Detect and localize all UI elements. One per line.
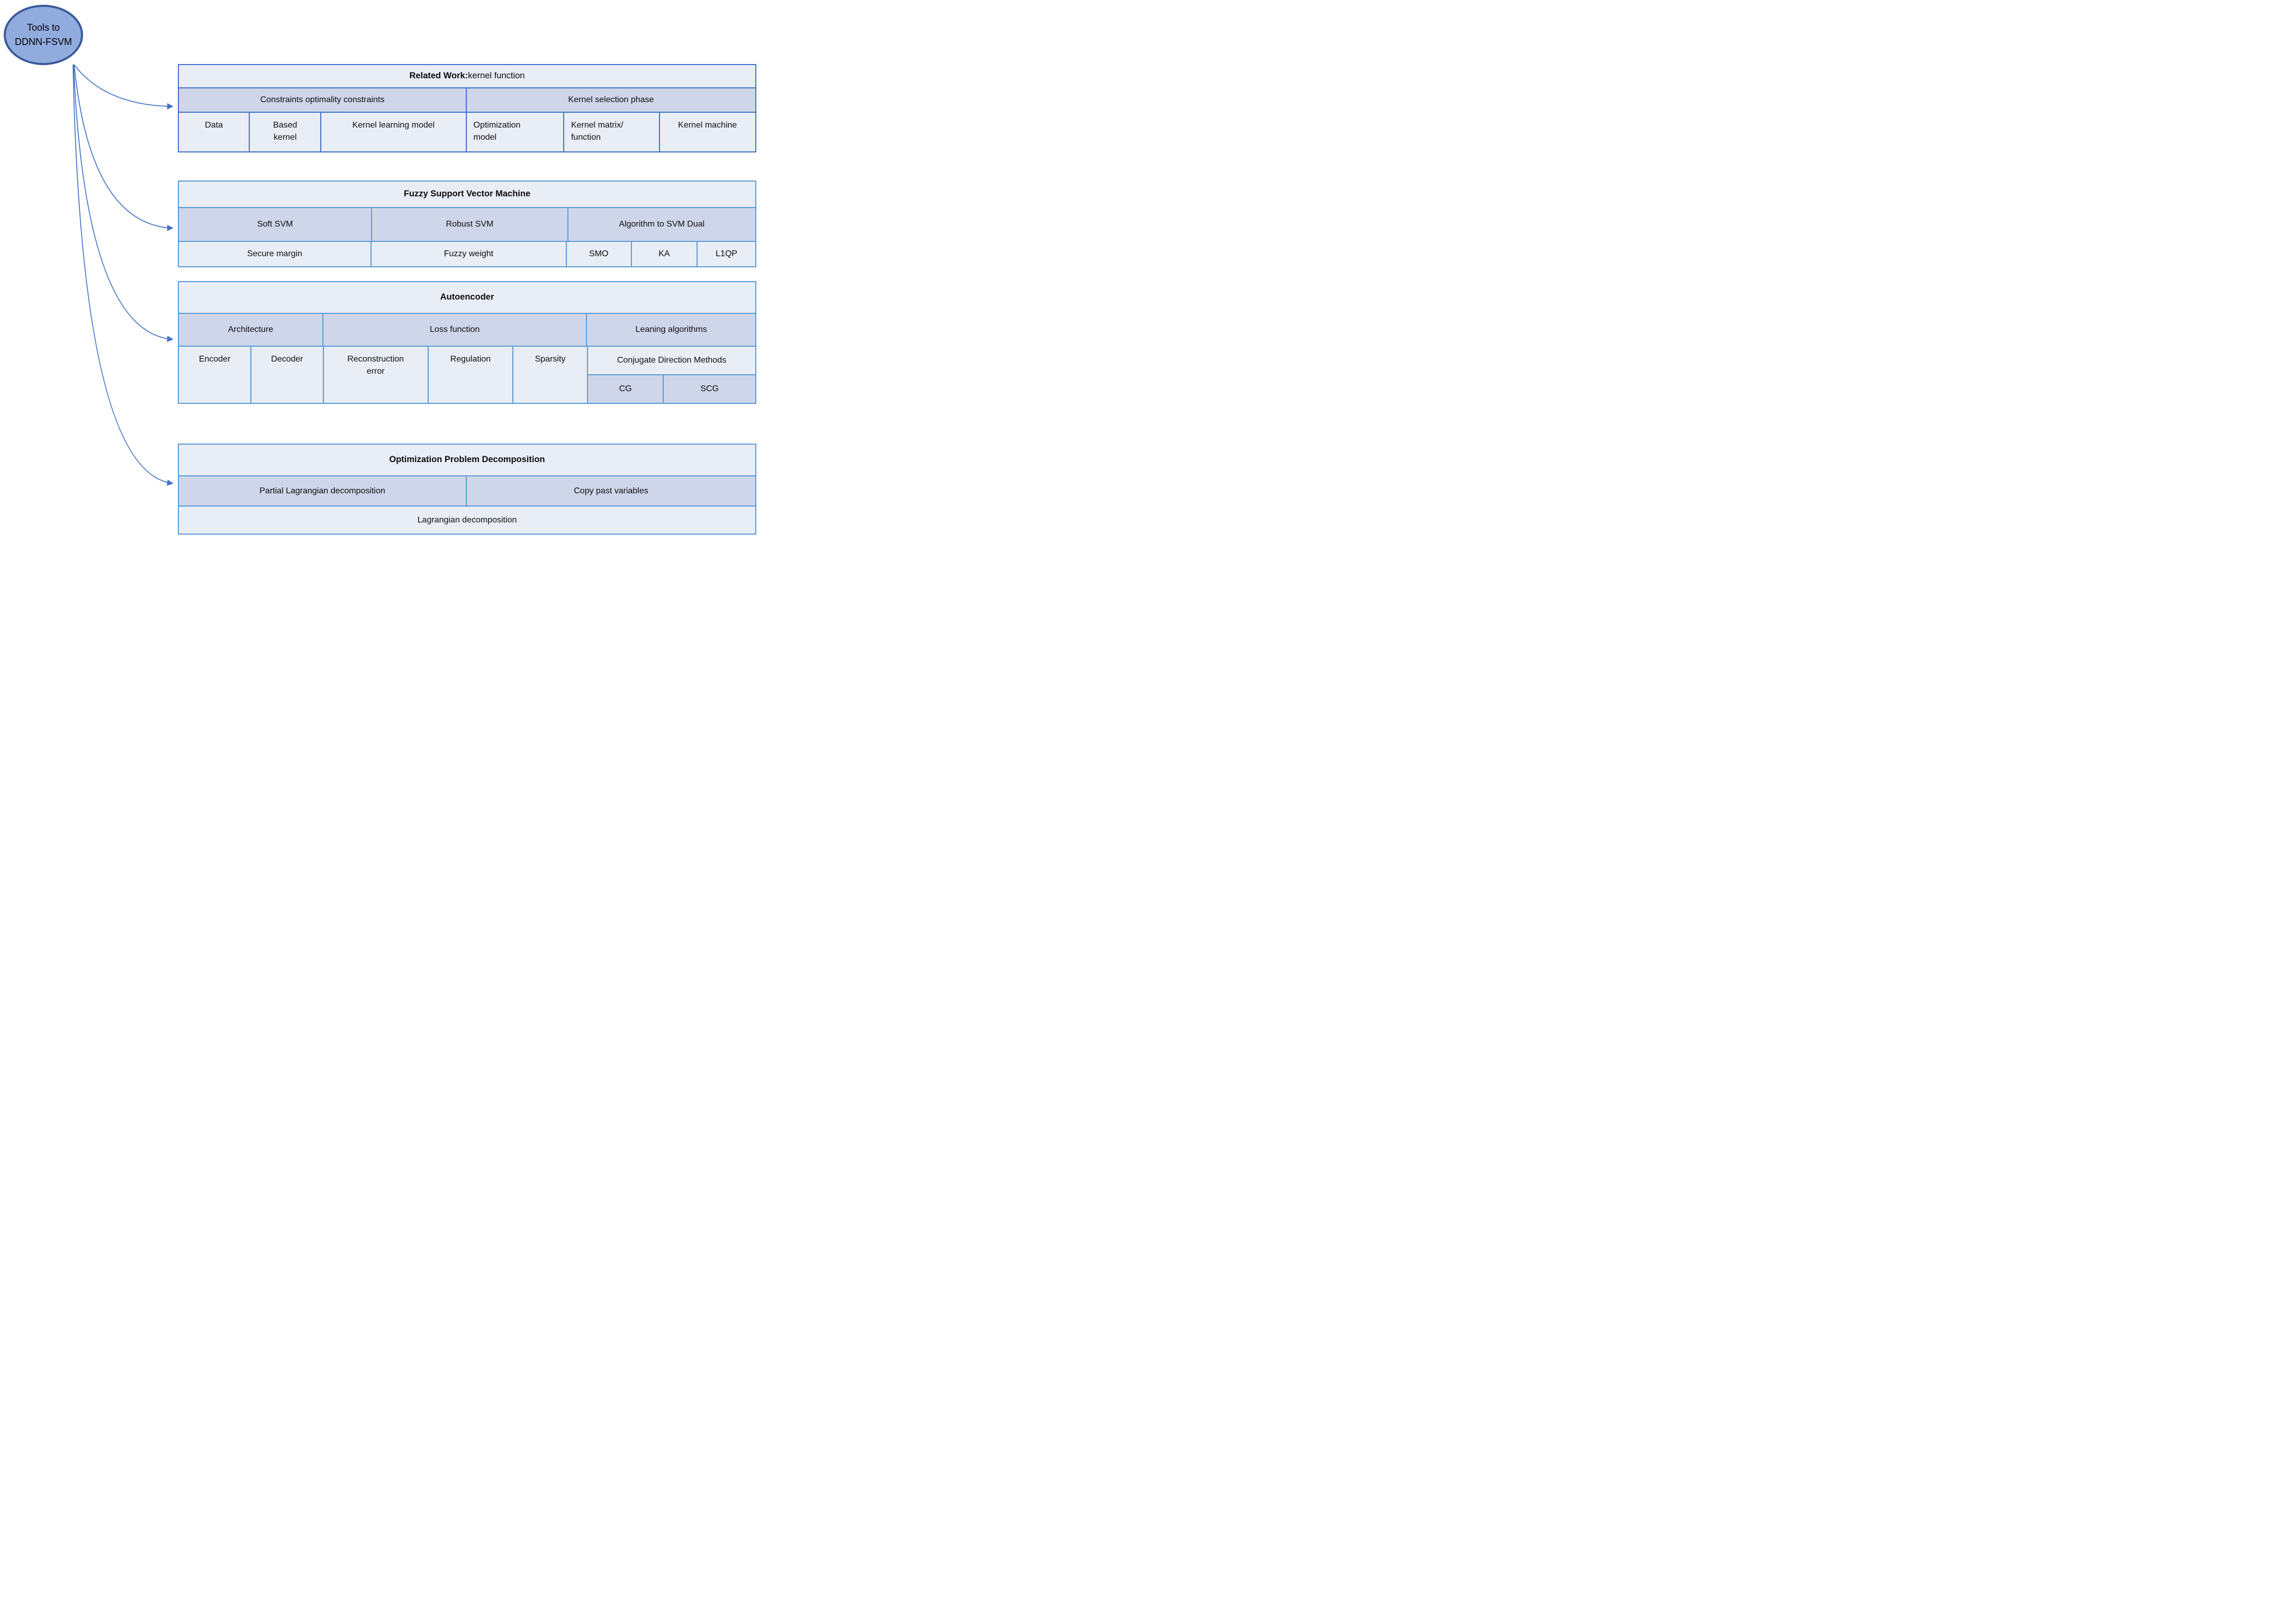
arrow-to-related-work [74,64,174,110]
header-kernel-selection-phase: Kernel selection phase [467,88,755,112]
cell-decoder: Decoder [251,347,323,403]
fsvm-title: Fuzzy Support Vector Machine [179,182,755,207]
header-robust-svm: Robust SVM [372,208,567,241]
cell-l1qp: L1QP [698,242,755,266]
cell-reconstruction-error: Reconstruction error [323,347,428,403]
cell-cg: CG [588,375,663,403]
cell-smo: SMO [566,242,631,266]
cell-secure-margin: Secure margin [179,242,370,266]
table-fsvm: Fuzzy Support Vector Machine Soft SVM Ro… [178,181,756,267]
decomposition-title: Optimization Problem Decomposition [179,445,755,475]
cell-based-kernel: Based kernel [250,113,321,151]
cell-regulation: Regulation [428,347,512,403]
header-loss-function: Loss function [323,314,586,346]
header-leaning-algorithms: Leaning algorithms [587,314,755,346]
cell-sparsity: Sparsity [513,347,587,403]
diagram-canvas: Tools to DDNN-FSVM Related Work: kernel … [0,0,765,538]
header-constraints-optimality: Constraints optimality constraints [179,88,466,112]
arrow-to-autoencoder [73,64,174,342]
header-architecture: Architecture [179,314,322,346]
root-node-ellipse: Tools to DDNN-FSVM [4,5,83,65]
cell-optimization-model: Optimization model [466,113,563,151]
table-decomposition: Optimization Problem Decomposition Parti… [178,444,756,535]
arrow-to-fsvm [74,64,174,231]
related-work-title-bold: Related Work: [409,71,468,81]
arrow-to-decomposition [73,64,174,486]
cell-encoder: Encoder [179,347,251,403]
header-copy-past-variables: Copy past variables [467,476,755,506]
cell-kernel-machine: Kernel machine [659,113,755,151]
cell-data: Data [179,113,249,151]
cell-ka: KA [631,242,697,266]
cell-conjugate-direction-methods: Conjugate Direction Methods [588,347,755,374]
table-related-work: Related Work: kernel function Constraint… [178,64,756,152]
header-soft-svm: Soft SVM [179,208,372,241]
header-algorithm-svm-dual: Algorithm to SVM Dual [568,208,755,241]
cell-scg: SCG [664,375,755,403]
header-partial-lagrangian: Partial Lagrangian decomposition [179,476,466,506]
cell-fuzzy-weight: Fuzzy weight [371,242,566,266]
related-work-title: Related Work: kernel function [179,65,755,87]
autoencoder-title: Autoencoder [179,282,755,313]
related-work-title-regular: kernel function [468,71,525,81]
cell-kernel-learning-model: Kernel learning model [321,113,466,151]
table-autoencoder: Autoencoder Architecture Loss function L… [178,281,756,404]
cell-group-conjugate-direction: Conjugate Direction Methods CG SCG [588,347,755,403]
conjugate-methods-row: CG SCG [588,375,755,403]
cell-kernel-matrix-function: Kernel matrix/ function [564,113,659,151]
cell-lagrangian-decomposition: Lagrangian decomposition [179,507,755,534]
